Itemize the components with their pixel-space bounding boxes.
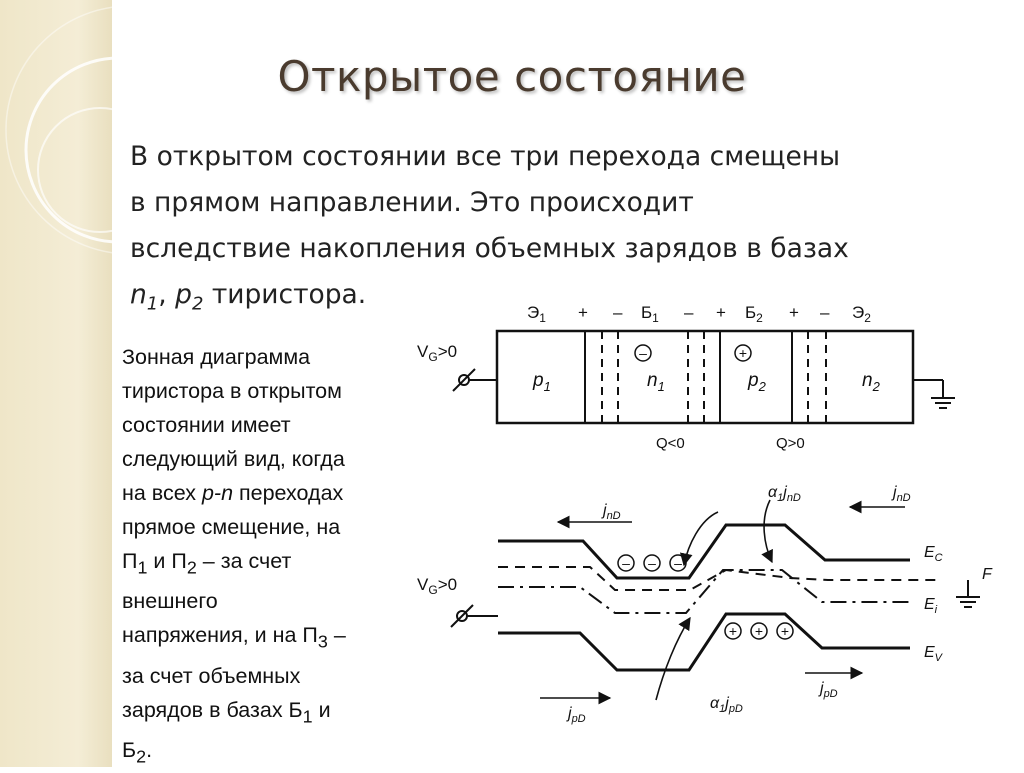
side-line: следующий вид, когда: [122, 447, 345, 471]
electron-charge: –: [622, 555, 630, 571]
hole-charge: +: [755, 623, 763, 639]
label-fermi: F: [982, 566, 993, 583]
band-arrows: [540, 499, 905, 705]
thyristor-diagram: Э1 + – Б1 – + Б2 + – Э2 p1 n1 p2 n2 – + …: [417, 303, 993, 725]
svg-text:VG>0: VG>0: [417, 575, 457, 597]
structure-labels: Э1 + – Б1 – + Б2 + – Э2: [527, 303, 871, 325]
label-alpha-jpd: α1jpD: [710, 695, 743, 715]
ground-symbol-top: [913, 379, 955, 409]
svg-text:VG>0: VG>0: [417, 342, 457, 364]
hole-charge: +: [781, 623, 789, 639]
side-description: Зонная диаграмма тиристора в открытом со…: [122, 340, 432, 773]
electron-charge: –: [648, 555, 656, 571]
side-line: П1 и П2 – за счет: [122, 549, 292, 578]
base-n1: n1: [130, 279, 159, 315]
arrow-alpha-jpd: [655, 616, 691, 701]
side-line: тиристора в открытом: [122, 379, 342, 403]
region-labels: p1 n1 p2 n2: [532, 370, 881, 394]
minus-sign: –: [684, 303, 694, 322]
label-jpd-left: jpD: [566, 705, 586, 725]
arrow-alpha-jnd-upper: [679, 511, 719, 567]
side-line: прямое смещение, на: [122, 515, 341, 539]
side-line: за счет объемных: [122, 663, 301, 688]
region-n1: n1: [647, 370, 665, 394]
paragraph-line-1: В открытом состоянии все три перехода см…: [130, 141, 841, 172]
hole-group: + + +: [724, 622, 794, 640]
band-ec: [498, 523, 910, 580]
svg-text:–: –: [639, 345, 647, 361]
decorative-circles: [5, 6, 112, 254]
electron-group: – – –: [617, 554, 687, 572]
junction-lines: [584, 331, 827, 423]
paragraph-line-2: в прямом направлении. Это происходит: [130, 187, 694, 218]
band-labels: jnD jnD α1jnD EC F Ei EV jpD jpD α1jpD: [566, 484, 993, 725]
side-line: состоянии имеет: [122, 413, 291, 437]
label-alpha-jnd: α1jnD: [768, 484, 801, 504]
side-line: зарядов в базах Б1 и: [122, 697, 331, 726]
paragraph-line-3: вследствие накопления объемных зарядов в…: [130, 233, 849, 264]
label-ei: Ei: [924, 596, 938, 616]
paragraph-comma: ,: [158, 279, 176, 310]
arrow-alpha-jnd: [761, 499, 773, 564]
band-ev: [498, 612, 910, 672]
body-paragraph: В открытом состоянии все три перехода см…: [130, 134, 1010, 327]
emitter-1-label: Э1: [527, 303, 546, 325]
region-n2: n2: [862, 370, 881, 394]
page-title: Открытое состояние: [277, 52, 747, 101]
plus-sign: +: [578, 303, 588, 322]
base-p2: p2: [175, 279, 204, 315]
electron-charge-symbol: –: [634, 344, 652, 362]
region-p1: p1: [532, 370, 551, 394]
region-p2: p2: [747, 370, 767, 394]
ground-symbol-bottom: [956, 580, 980, 608]
hole-charge-symbol: +: [734, 344, 752, 362]
side-line: Б2.: [122, 737, 153, 767]
plus-sign: +: [789, 303, 799, 322]
emitter-2-label: Э2: [852, 303, 871, 325]
label-ev: EV: [924, 644, 944, 664]
gate-terminal-top: VG>0: [417, 342, 497, 392]
electron-charge: –: [674, 555, 682, 571]
label-jnd-left: jnD: [601, 502, 621, 522]
side-line: напряжения, и на П3 –: [122, 623, 346, 652]
decorative-side-band: [0, 0, 112, 767]
gate-terminal-bottom: VG>0: [417, 575, 498, 628]
band-ei: [498, 569, 910, 614]
minus-sign: –: [613, 303, 623, 322]
minus-sign: –: [820, 303, 830, 322]
base-1-label: Б1: [641, 303, 659, 325]
base-2-label: Б2: [745, 303, 763, 325]
side-line: внешнего: [122, 589, 218, 614]
plus-sign: +: [716, 303, 726, 322]
charge-q-positive: Q>0: [776, 435, 805, 452]
side-line: на всех p-n переходах: [122, 481, 344, 505]
label-jpd-right: jpD: [818, 680, 838, 700]
label-jnd-right: jnD: [891, 484, 911, 504]
label-ec: EC: [924, 544, 943, 564]
hole-charge: +: [729, 623, 737, 639]
paragraph-tail: тиристора.: [203, 279, 367, 310]
side-line: Зонная диаграмма: [122, 345, 311, 369]
svg-text:+: +: [739, 345, 747, 361]
charge-q-negative: Q<0: [656, 435, 685, 452]
fermi-level: [498, 566, 940, 591]
